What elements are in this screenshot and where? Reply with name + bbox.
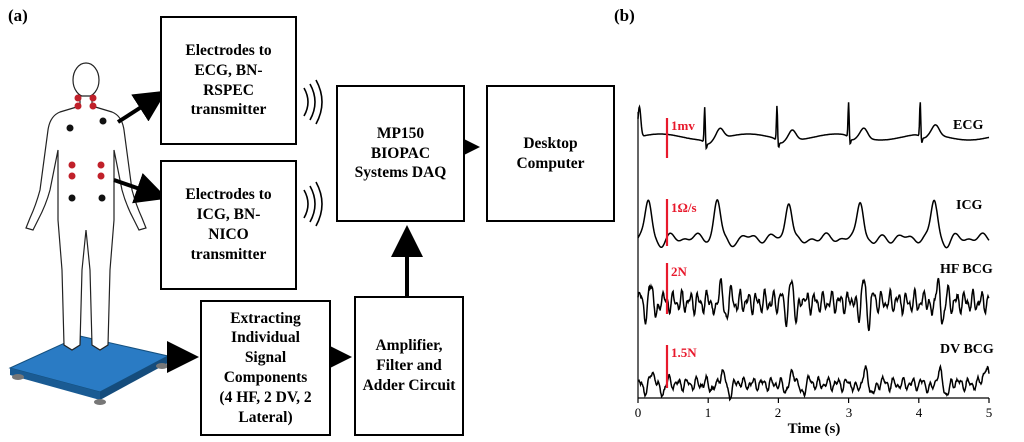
- electrode-black: [98, 194, 106, 202]
- ecg-transmitter-box: Electrodes to ECG, BN- RSPEC transmitter: [160, 16, 297, 145]
- arrows: [113, 90, 480, 373]
- x-tick-label: 3: [845, 405, 853, 420]
- x-tick-label: 2: [774, 405, 782, 420]
- electrode-red: [97, 161, 105, 169]
- amplifier-filter-adder-box: Amplifier, Filter and Adder Circuit: [354, 296, 464, 436]
- arrow-to-ecg-box: [116, 90, 167, 124]
- electrode-black: [66, 124, 74, 132]
- electrode-red: [89, 102, 97, 110]
- force-plate-scale-icon: [8, 335, 170, 405]
- x-tick-label: 5: [985, 405, 993, 420]
- x-tick-label: 1: [704, 405, 712, 420]
- electrode-red: [97, 172, 105, 180]
- scale-label-hf-bcg: 2N: [671, 264, 687, 279]
- trace-label-hf-bcg: HF BCG: [940, 262, 993, 277]
- series-hf-bcg: [637, 277, 990, 332]
- extracting-components-box: Extracting Individual Signal Components …: [200, 300, 331, 436]
- trace-label-dv-bcg: DV BCG: [940, 342, 994, 357]
- electrode-black: [68, 194, 76, 202]
- trace-label-ecg: ECG: [953, 118, 984, 133]
- series-dv-bcg: [637, 363, 990, 402]
- desktop-computer-box: Desktop Computer: [486, 85, 615, 222]
- series-icg: [637, 198, 990, 249]
- electrode-red: [74, 102, 82, 110]
- daq-box: MP150 BIOPAC Systems DAQ: [336, 85, 465, 222]
- electrode-black: [99, 117, 107, 125]
- icg-transmitter-box: Electrodes to ICG, BN- NICO transmitter: [160, 160, 297, 290]
- electrode-red: [68, 172, 76, 180]
- wireless-signal-icon: [303, 79, 323, 125]
- x-tick-label: 4: [915, 405, 923, 420]
- electrode-red: [68, 161, 76, 169]
- trace-label-icg: ICG: [956, 198, 983, 213]
- electrode-red: [89, 94, 97, 102]
- wireless-signal-icon: [303, 181, 323, 227]
- x-tick-label: 0: [634, 405, 642, 420]
- scale-label-ecg: 1mv: [671, 118, 695, 133]
- electrode-red: [74, 94, 82, 102]
- x-axis-label: Time (s): [787, 421, 841, 437]
- series-ecg: [637, 102, 990, 151]
- panel-b-label: (b): [614, 6, 635, 25]
- scale-label-icg: 1Ω/s: [671, 200, 697, 215]
- scale-label-dv-bcg: 1.5N: [671, 345, 697, 360]
- arrow-to-icg-box: [113, 173, 168, 204]
- panel-a-label: (a): [8, 6, 28, 25]
- electrodes: [66, 94, 107, 202]
- human-figure-icon: [25, 62, 147, 351]
